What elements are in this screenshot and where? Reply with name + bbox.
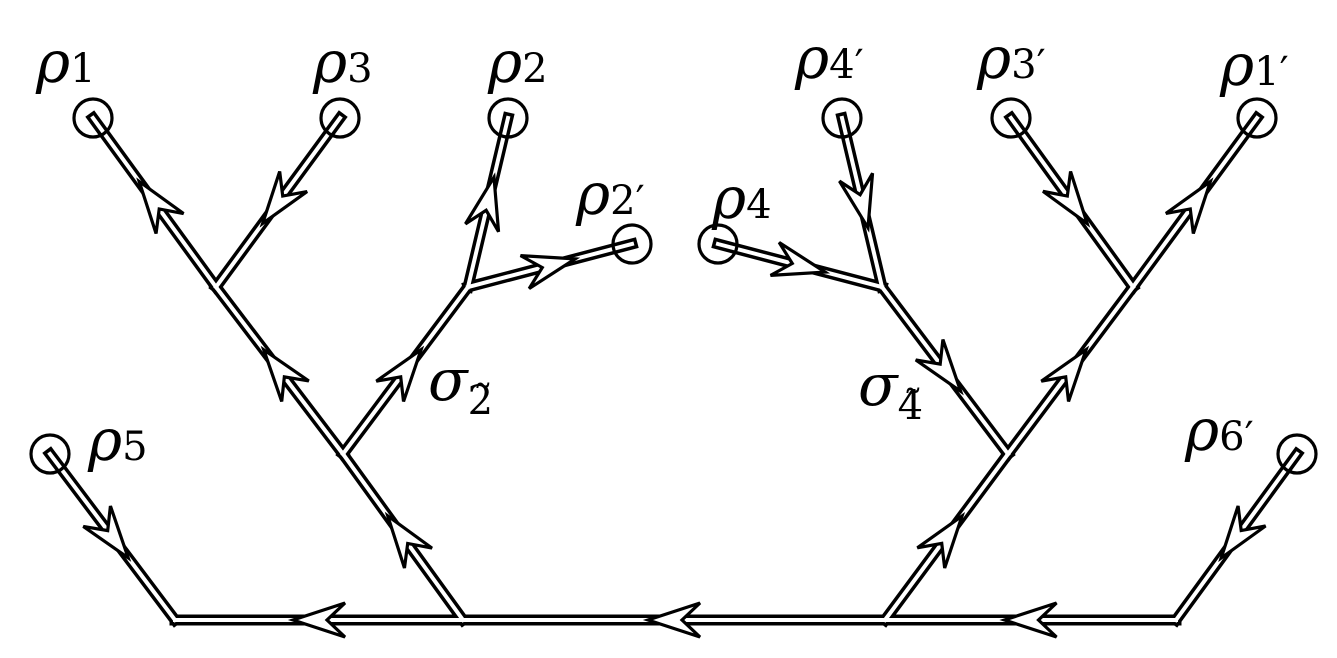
label-rho5: ρ5 <box>87 406 148 474</box>
terminal-rho6p <box>1276 433 1318 475</box>
arrow-b-s2 <box>384 511 433 569</box>
arrow-v4-s4 <box>914 338 964 396</box>
arrow-s2-a <box>260 345 310 403</box>
terminal-rho2p <box>611 223 653 265</box>
arrow-v2-rho2 <box>464 172 501 233</box>
arrow-w-rho1p <box>1164 177 1214 235</box>
terminal-rho2 <box>487 97 529 139</box>
label-sigma2: σ2̃ <box>428 346 493 424</box>
label-rho6prime: ρ6′ <box>1184 396 1254 464</box>
arrow-rho4-v4 <box>769 241 831 277</box>
terminal-rho3p <box>990 97 1032 139</box>
arrow-d-b <box>642 601 702 639</box>
arrow-d-s4 <box>916 511 966 569</box>
arrow-rho4p-v4 <box>838 172 875 233</box>
label-sigma4: σ4̃ <box>858 351 923 429</box>
label-rho3: ρ3 <box>312 28 373 96</box>
arrow-s4-w <box>1040 345 1090 403</box>
label-rho3prime: ρ3′ <box>976 24 1046 92</box>
terminal-layer <box>29 97 1318 475</box>
arrow-a-rho1 <box>136 177 185 235</box>
arrow-b-c <box>287 601 347 639</box>
label-rho4prime: ρ4′ <box>794 24 864 92</box>
terminal-rho5 <box>29 433 71 475</box>
label-rho1: ρ1 <box>35 28 96 96</box>
arrow-e-d <box>999 601 1058 639</box>
arrow-rho5-c <box>82 505 132 562</box>
terminal-rho4p <box>821 97 863 139</box>
arrow-rho6p-e <box>1218 505 1267 563</box>
terminal-rho1 <box>72 97 114 139</box>
label-rho2prime: ρ2′ <box>575 160 645 228</box>
arrow-layer <box>82 170 1267 639</box>
edge-layer <box>42 110 1305 628</box>
label-rho4: ρ4 <box>711 164 772 232</box>
label-rho1prime: ρ1′ <box>1219 31 1289 99</box>
label-rho2: ρ2 <box>487 28 548 96</box>
arrow-rho3-a <box>259 170 309 228</box>
terminal-rho3 <box>319 97 361 139</box>
terminal-rho1p <box>1236 97 1278 139</box>
terminal-rho4 <box>697 223 739 265</box>
arrow-rho3p-w <box>1042 170 1091 228</box>
arrow-v2-rho2p <box>519 254 581 290</box>
arrow-s2-v2 <box>375 345 425 403</box>
